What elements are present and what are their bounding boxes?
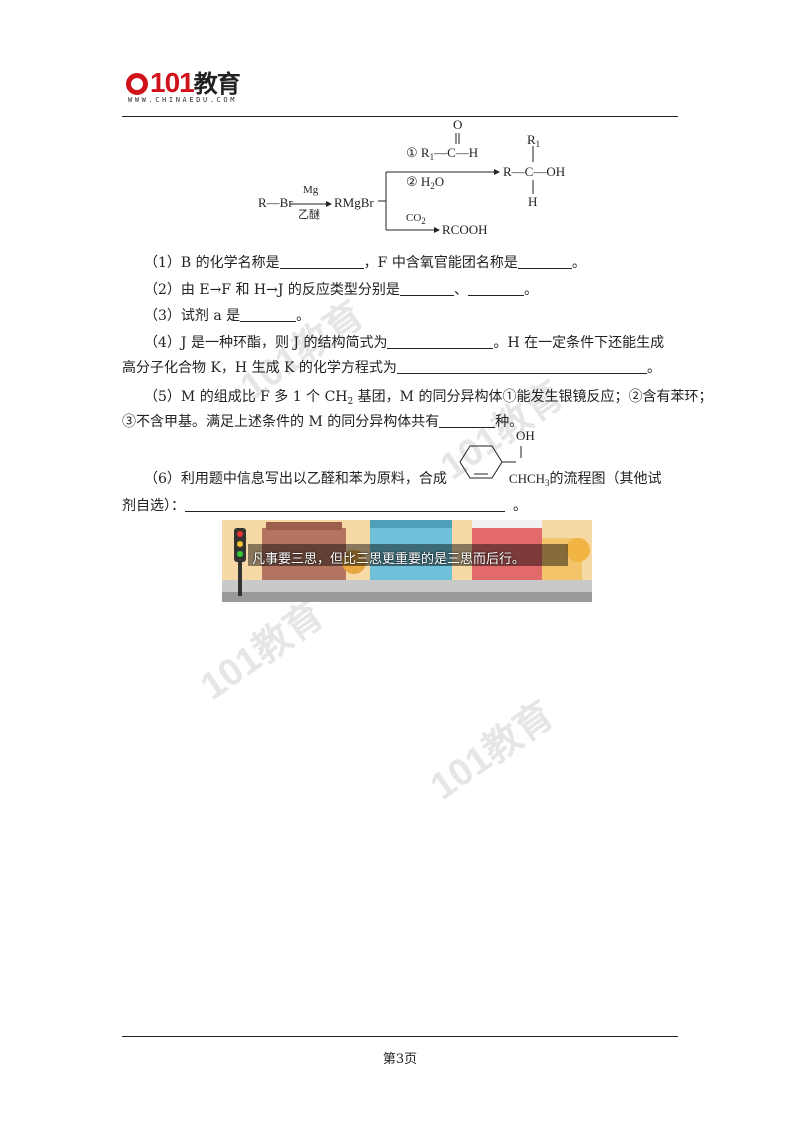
footer-rule (122, 1036, 678, 1037)
carbonyl-oxygen: O (453, 117, 463, 132)
lower-reagent: CO2 (406, 212, 426, 226)
logo-number: 101 (150, 67, 195, 98)
question-5-cont: ③不含甲基。满足上述条件的 M 的同分异构体共有种。 (122, 413, 524, 430)
intermediate: RMgBr (334, 195, 374, 210)
question-5: （5）M 的组成比 F 多 1 个 CH2 基团，M 的同分异构体①能发生银镜反… (144, 389, 713, 407)
question-1: （1）B 的化学名称是，F 中含氧官能团名称是。 (144, 254, 586, 271)
question-4-cont: 高分子化合物 K，H 生成 K 的化学方程式为。 (122, 359, 661, 376)
product1-h: H (528, 194, 538, 209)
answer-blank[interactable] (399, 281, 454, 296)
upper-step2: ② H2O (406, 174, 445, 191)
answer-blank[interactable] (467, 281, 524, 296)
question-2: （2）由 E→F 和 H→J 的反应类型分别是、。 (144, 281, 538, 298)
q6-side-group: CHCH3 (508, 471, 550, 488)
q6-oh: OH (516, 428, 535, 443)
answer-blank[interactable] (185, 497, 505, 512)
logo-ring-icon (126, 73, 148, 95)
upper-step1: ① R1—C—H (406, 145, 479, 162)
watermark: 101教育 (193, 594, 332, 709)
question-6-cont: 剂自选）：。 (122, 497, 527, 514)
logo: 101教育 WWW.CHINAEDU.COM (126, 62, 266, 108)
product1: R—C—OH (503, 164, 566, 179)
question-3: （3）试剂 a 是。 (144, 307, 311, 324)
product1-r1: R1 (527, 132, 541, 149)
header-rule (122, 116, 678, 117)
answer-blank[interactable] (279, 254, 364, 269)
answer-blank[interactable] (387, 334, 494, 349)
answer-blank[interactable] (517, 254, 572, 269)
answer-blank[interactable] (240, 307, 297, 322)
reagent-ether: 乙醚 (298, 208, 320, 221)
page-number: 第3页 (382, 1052, 418, 1067)
product2: RCOOH (442, 222, 488, 237)
reactant: R—Br (258, 195, 293, 210)
benzene-ring-icon (459, 445, 522, 479)
reagent-mg: Mg (303, 184, 319, 196)
answer-blank[interactable] (396, 359, 647, 374)
question-4: （4）J 是一种环酯，则 J 的结构简式为。H 在一定条件下还能生成 (144, 334, 665, 351)
logo-url: WWW.CHINAEDU.COM (128, 96, 238, 104)
answer-blank[interactable] (439, 413, 496, 428)
watermark: 101教育 (423, 694, 562, 809)
banner-quote: 凡事要三思，但比三思更重要的是三思而后行。 (252, 552, 526, 567)
logo-text: 教育 (193, 70, 241, 98)
street-banner (222, 520, 592, 602)
scheme-lines (290, 133, 534, 233)
